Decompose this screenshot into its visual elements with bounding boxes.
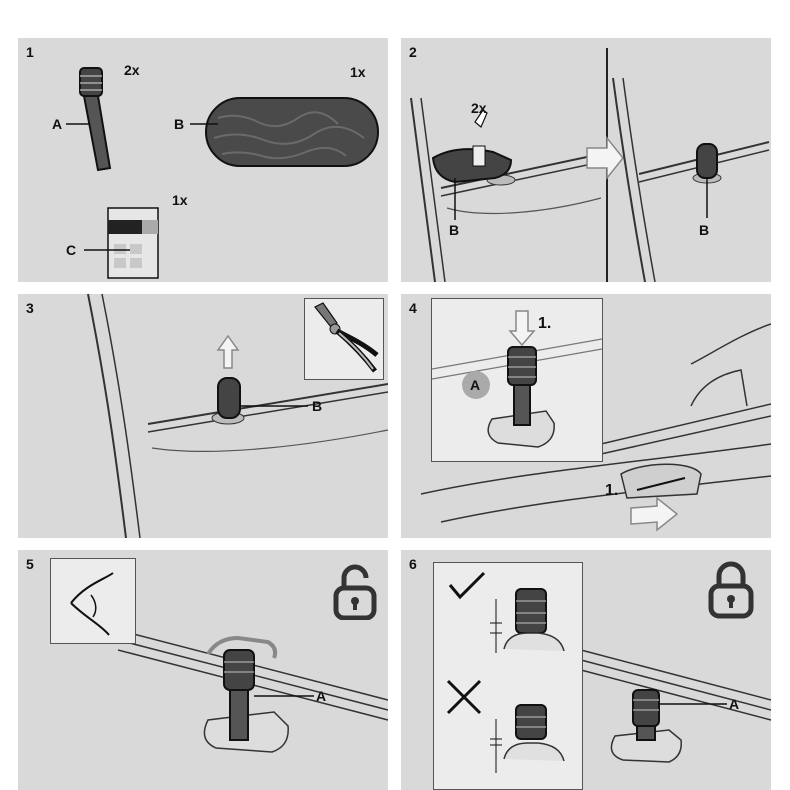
pin-press-illustration	[432, 310, 602, 448]
substep-press: 1.	[538, 315, 552, 332]
checkmark-icon	[448, 571, 486, 600]
pin-press-inset: A 1.	[431, 298, 603, 462]
panel-step-2: 2 2x B B	[401, 38, 771, 282]
panel-step-1: 1 2x 1x 1x A B C	[18, 38, 388, 282]
label-b-before: B	[449, 222, 460, 238]
panel-step-4: A 1. 4 1.	[401, 294, 771, 538]
step-number: 3	[26, 300, 34, 316]
cross-icon	[446, 679, 482, 715]
lock-icon	[708, 561, 754, 619]
comparison-illustration	[446, 571, 565, 773]
label-b-after: B	[699, 222, 710, 238]
step-number: 4	[409, 300, 417, 316]
cut-pin-illustration	[87, 294, 388, 538]
arrow-down-icon	[508, 310, 536, 347]
eye-inset	[50, 558, 136, 644]
label-a: A	[52, 116, 63, 132]
label-b: B	[312, 398, 323, 414]
panel-step-6: 6 A	[401, 550, 771, 790]
apply-pad-illustration	[410, 48, 770, 282]
quantity-tape: 2x	[471, 100, 487, 116]
label-a: A	[316, 688, 327, 704]
label-c: C	[66, 242, 77, 258]
pliers-icon	[314, 302, 379, 373]
correct-incorrect-inset	[433, 562, 583, 790]
unlock-icon	[333, 564, 377, 620]
quantity-c: 1x	[172, 192, 188, 208]
felt-pad-part	[205, 97, 379, 167]
parts-illustration	[66, 67, 379, 279]
pliers-inset	[304, 298, 384, 380]
panel-step-3: 3 B	[18, 294, 388, 538]
arrow-right-icon	[586, 135, 624, 181]
step-number: 5	[26, 556, 34, 572]
step-number: 1	[26, 44, 34, 60]
quantity-b: 1x	[350, 64, 366, 80]
lock-pin-illustration	[580, 649, 771, 763]
substep-lock: 1.	[605, 482, 619, 499]
quantity-a: 2x	[124, 62, 140, 78]
check-pin-illustration	[117, 629, 388, 753]
door-background	[420, 323, 771, 532]
label-b: B	[174, 116, 185, 132]
sticker-card-part	[107, 207, 159, 279]
step-number: 2	[409, 44, 417, 60]
step-number: 6	[409, 556, 417, 572]
eye-icon	[70, 572, 114, 636]
label-a: A	[470, 377, 481, 393]
door-pin-part	[79, 67, 112, 172]
label-a: A	[729, 696, 740, 712]
panel-step-5: 5 A	[18, 550, 388, 790]
arrow-up-icon	[216, 334, 240, 369]
